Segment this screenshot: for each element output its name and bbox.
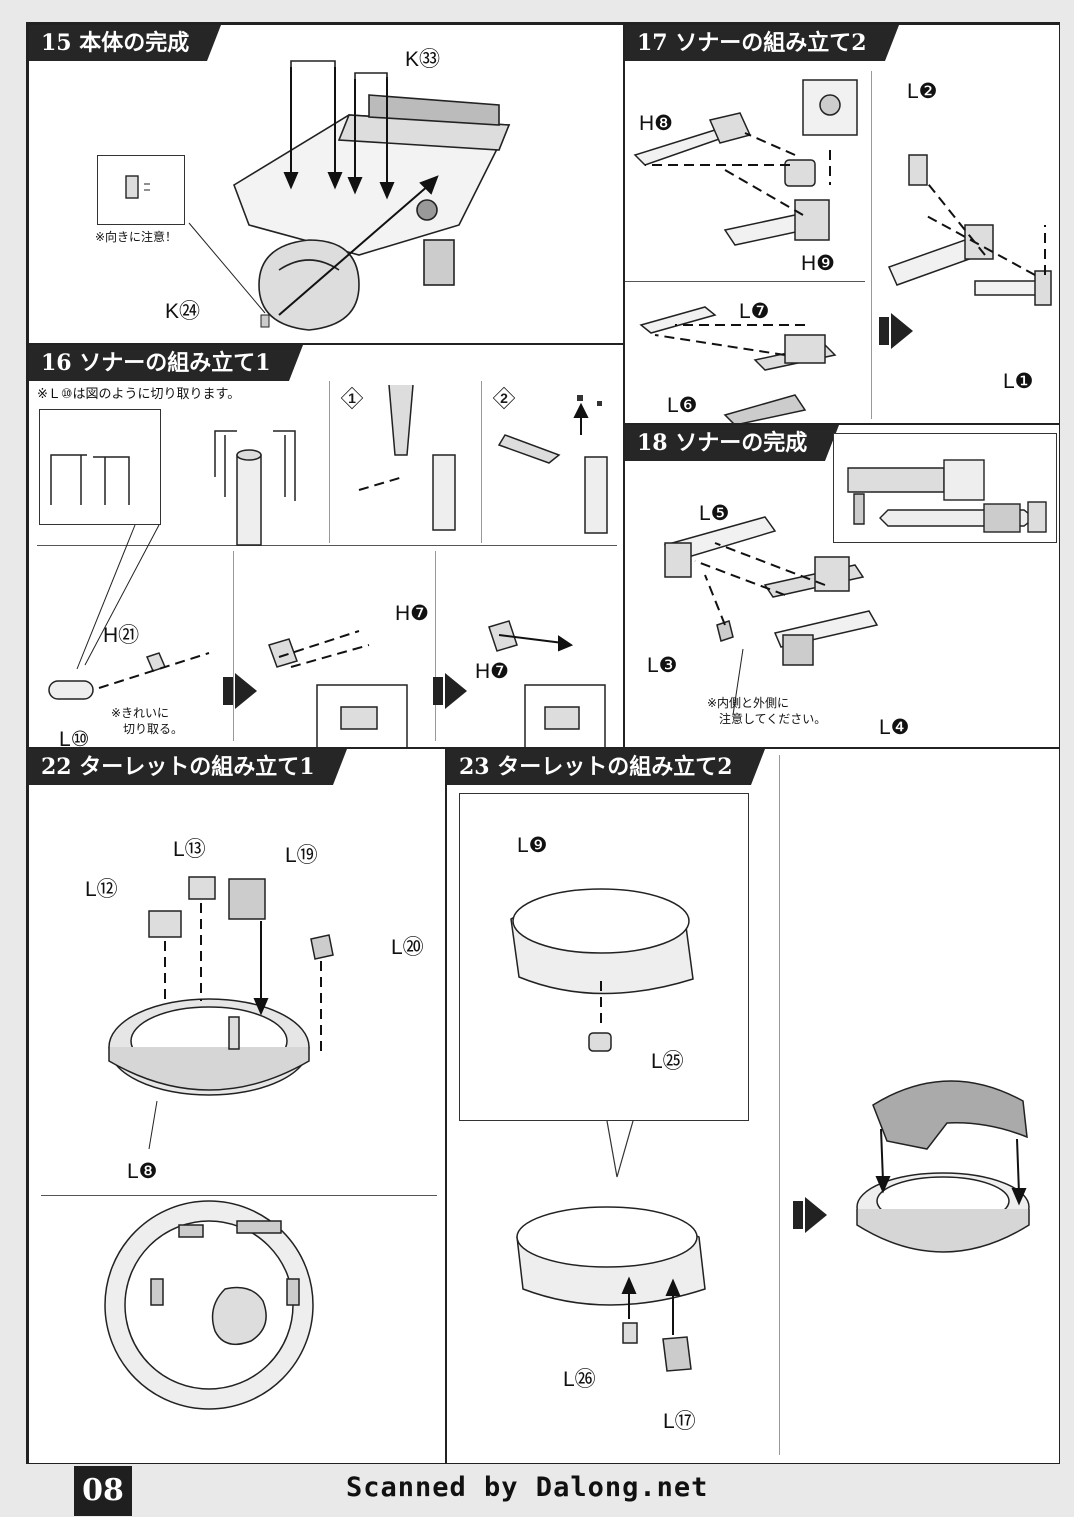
scan-credit: Scanned by Dalong.net	[346, 1472, 709, 1503]
cut-instruction-note: ※Ｌ⑩は図のように切り取ります。	[37, 387, 241, 402]
part-label-l9: L❾	[517, 834, 548, 857]
section-22-title: 22 ターレットの組み立て1	[29, 749, 347, 785]
part-label-l8: L❽	[127, 1160, 158, 1183]
part-label-l6: L❻	[667, 394, 698, 417]
section-17-divider	[625, 281, 865, 282]
section-17-panel: 17 ソナーの組み立て2	[624, 24, 1060, 424]
part-label-l7: L❼	[739, 300, 770, 323]
part-label-h21: H㉑	[103, 624, 140, 647]
part-label-h7-b: H❼	[475, 660, 509, 683]
part-label-l19: L⑲	[285, 844, 318, 867]
completed-sonar-inset	[833, 433, 1057, 543]
inside-outside-note-1: ※内側と外側に	[707, 696, 790, 710]
section-16-hdivider	[37, 545, 617, 546]
turret-assembly-2-illustration	[510, 888, 1030, 1372]
section-16-title: 16 ソナーの組み立て1	[29, 345, 303, 381]
part-label-l3: L❸	[647, 654, 678, 677]
part-label-l2: L❷	[907, 80, 938, 103]
section-15-panel: 15 本体の完成	[28, 24, 624, 344]
sonar-assembly-2-illustration	[633, 79, 1052, 423]
part-label-h8: H❽	[639, 112, 673, 135]
part-label-l17: L⑰	[663, 1410, 696, 1433]
inside-outside-note-2: 注意してください。	[719, 712, 827, 726]
section-18-panel: 18 ソナーの完成	[624, 424, 1060, 748]
section-17-vdivider	[871, 71, 872, 419]
part-label-l20: L⑳	[391, 936, 424, 959]
part-orientation-icon	[125, 175, 150, 199]
step-arrow-1	[223, 673, 257, 709]
part-label-l25: L㉕	[651, 1050, 684, 1073]
section-22-panel: 22 ターレットの組み立て1	[28, 748, 446, 1464]
step-1-marker: 1	[341, 387, 363, 409]
step-arrow-2	[433, 673, 467, 709]
part-label-l5: L❺	[699, 502, 730, 525]
page-number: 08	[74, 1466, 132, 1516]
body-assembly-illustration	[188, 60, 511, 331]
part-label-l13: L⑬	[173, 838, 206, 861]
next-step-arrow	[879, 313, 913, 349]
part-label-l26: L㉖	[563, 1368, 596, 1391]
completed-sonar-drawing	[847, 459, 1047, 533]
step-2-marker: 2	[493, 387, 515, 409]
orientation-inset	[97, 155, 185, 225]
part-label-h7-a: H❼	[395, 602, 429, 625]
step-divider-1	[233, 551, 234, 741]
part-label-l12: L⑫	[85, 878, 118, 901]
part-label-h9: H❾	[801, 252, 835, 275]
sonar-assembly-1-illustration	[48, 384, 608, 747]
section-23-vdivider	[779, 755, 780, 1455]
section-15-title: 15 本体の完成	[29, 25, 222, 61]
part-label-l1: L❶	[1003, 370, 1034, 393]
cut-detail-inset	[39, 409, 161, 525]
section-18-title: 18 ソナーの完成	[625, 425, 840, 461]
section-22-divider	[41, 1195, 437, 1196]
clean-cut-note-1: ※きれいに	[111, 706, 170, 720]
final-step-arrow	[793, 1197, 827, 1233]
clean-cut-note-2: 切り取る。	[123, 722, 184, 736]
step-divider-2	[435, 551, 436, 741]
section-17-title: 17 ソナーの組み立て2	[625, 25, 899, 61]
section-16-panel: 16 ソナーの組み立て1 ※Ｌ⑩は図のように切り取ります。 1 2	[28, 344, 624, 748]
section-23-panel: 23 ターレットの組み立て2	[446, 748, 1060, 1464]
section-23-title: 23 ターレットの組み立て2	[447, 749, 765, 785]
turret-assembly-1-illustration	[104, 876, 334, 1410]
part-label-l10: L⑩	[59, 728, 90, 748]
sprue-divider-2	[481, 381, 482, 543]
part-label-k24: K㉔	[165, 300, 201, 323]
part-label-k33: K㉝	[405, 48, 441, 71]
orientation-note: ※向きに注意！	[95, 230, 178, 244]
sprue-divider-1	[329, 381, 330, 543]
part-label-l4: L❹	[879, 716, 910, 739]
sonar-completion-illustration	[663, 516, 879, 716]
instruction-sheet: 15 本体の完成	[26, 22, 1060, 1464]
